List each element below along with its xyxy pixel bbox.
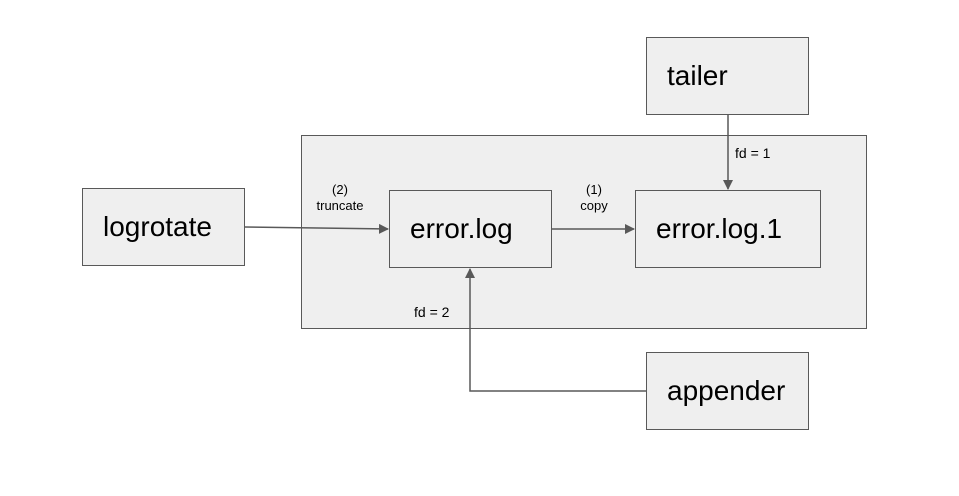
appender-label: appender (667, 375, 786, 406)
copy-text: copy (580, 198, 608, 213)
error-log-node: error.log (389, 190, 552, 268)
tailer-fd-label: fd = 1 (735, 145, 771, 161)
tailer-label: tailer (667, 60, 728, 91)
edge-logrotate-to-error-log (244, 223, 389, 234)
copy-step-number: (1) (586, 182, 602, 197)
truncate-step-number: (2) (332, 182, 348, 197)
error-log-1-node: error.log.1 (635, 190, 821, 268)
truncate-text: truncate (316, 198, 364, 213)
tailer-node: tailer (646, 37, 809, 115)
appender-node: appender (646, 352, 809, 430)
truncate-edge-label: (2) truncate (310, 182, 370, 214)
logrotate-label: logrotate (103, 211, 212, 242)
error-log-label: error.log (410, 213, 513, 244)
logrotate-node: logrotate (82, 188, 245, 266)
copy-edge-label: (1) copy (566, 182, 622, 214)
edge-appender-to-error-log (465, 268, 646, 392)
error-log-1-label: error.log.1 (656, 213, 783, 244)
appender-fd-label: fd = 2 (414, 304, 450, 320)
